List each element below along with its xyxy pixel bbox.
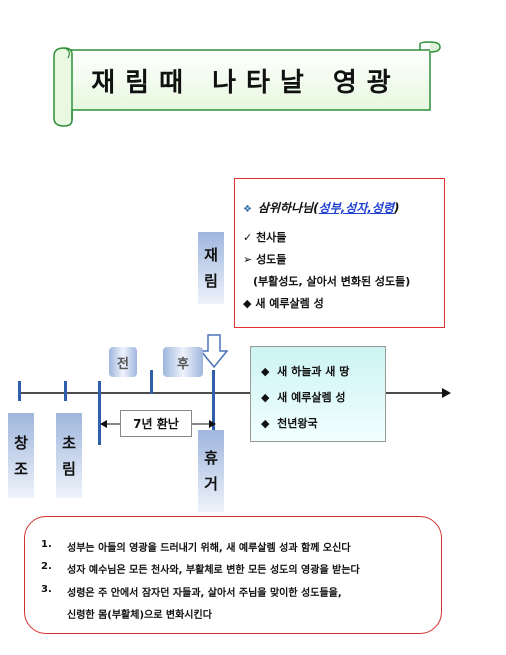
title-banner-scroll: [53, 41, 441, 127]
note-3: 성령은 주 안에서 잠자던 자들과, 살아서 주님을 맞이한 성도들을,: [67, 588, 342, 599]
notes-box: 1. 성부는 아들의 영광을 드러내기 위해, 새 예루살렘 성과 함께 오신다…: [24, 516, 442, 634]
timeline-tick-tribulation-end: [212, 370, 215, 446]
down-arrow-icon: [200, 334, 228, 368]
creation-label: 창 조: [8, 413, 34, 498]
seven-year-tribulation-label: 7년 환난: [120, 410, 192, 437]
rapture-label: 휴 거: [198, 430, 224, 512]
diamond-solid-icon: ◆: [261, 365, 270, 378]
timeline-tick-midpoint: [150, 370, 153, 394]
second-coming-participants-box: ❖삼위하나님(성부,성자,성령) ✓ 천사들 ➢ 성도들 (부활성도, 살아서 …: [234, 178, 445, 328]
diamond-solid-icon: ◆: [261, 391, 270, 404]
note-3-continued: 신령한 몸(부활체)으로 변화시킨다: [67, 610, 212, 621]
timeline-axis: [18, 388, 451, 398]
note-2: 성자 예수님은 모든 천사와, 부활체로 변한 모든 성도의 영광을 받는다: [67, 565, 360, 576]
checkmark-icon: ✓: [243, 231, 253, 244]
saints-detail: (부활성도, 살아서 변화된 성도들): [253, 275, 411, 288]
saints-line: ➢ 성도들: [243, 253, 287, 266]
trinity-line: ❖삼위하나님(성부,성자,성령): [243, 201, 400, 215]
note-1: 성부는 아들의 영광을 드러내기 위해, 새 예루살렘 성과 함께 오신다: [67, 543, 351, 554]
timeline-tick-tribulation-start: [98, 381, 101, 445]
diamond-bullet-icon: ❖: [243, 204, 252, 215]
trinity-label: 삼위하나님(: [257, 201, 319, 215]
page-title: 재림때 나타날 영광: [91, 68, 401, 98]
timeline-tick-creation: [18, 381, 21, 401]
trinity-members: 성부,성자,성령: [318, 201, 395, 215]
before-label: 전: [109, 347, 137, 377]
new-jerusalem-line: ◆ 새 예루살렘 성: [243, 297, 324, 310]
list-item: ◆ 새 하늘과 새 땅: [261, 365, 350, 378]
timeline-tick-first-coming: [64, 381, 67, 401]
after-coming-box: ◆ 새 하늘과 새 땅 ◆ 새 예루살렘 성 ◆ 천년왕국: [250, 346, 386, 442]
second-coming-label: 재 림: [198, 232, 224, 304]
after-label: 후: [163, 347, 203, 377]
angels-line: ✓ 천사들: [243, 231, 287, 244]
first-coming-label: 초 림: [56, 413, 82, 498]
diamond-solid-icon: ◆: [243, 297, 252, 310]
arrow-bullet-icon: ➢: [243, 253, 253, 266]
list-item: ◆ 새 예루살렘 성: [261, 391, 346, 404]
list-item: ◆ 천년왕국: [261, 417, 318, 430]
diamond-solid-icon: ◆: [261, 417, 270, 430]
